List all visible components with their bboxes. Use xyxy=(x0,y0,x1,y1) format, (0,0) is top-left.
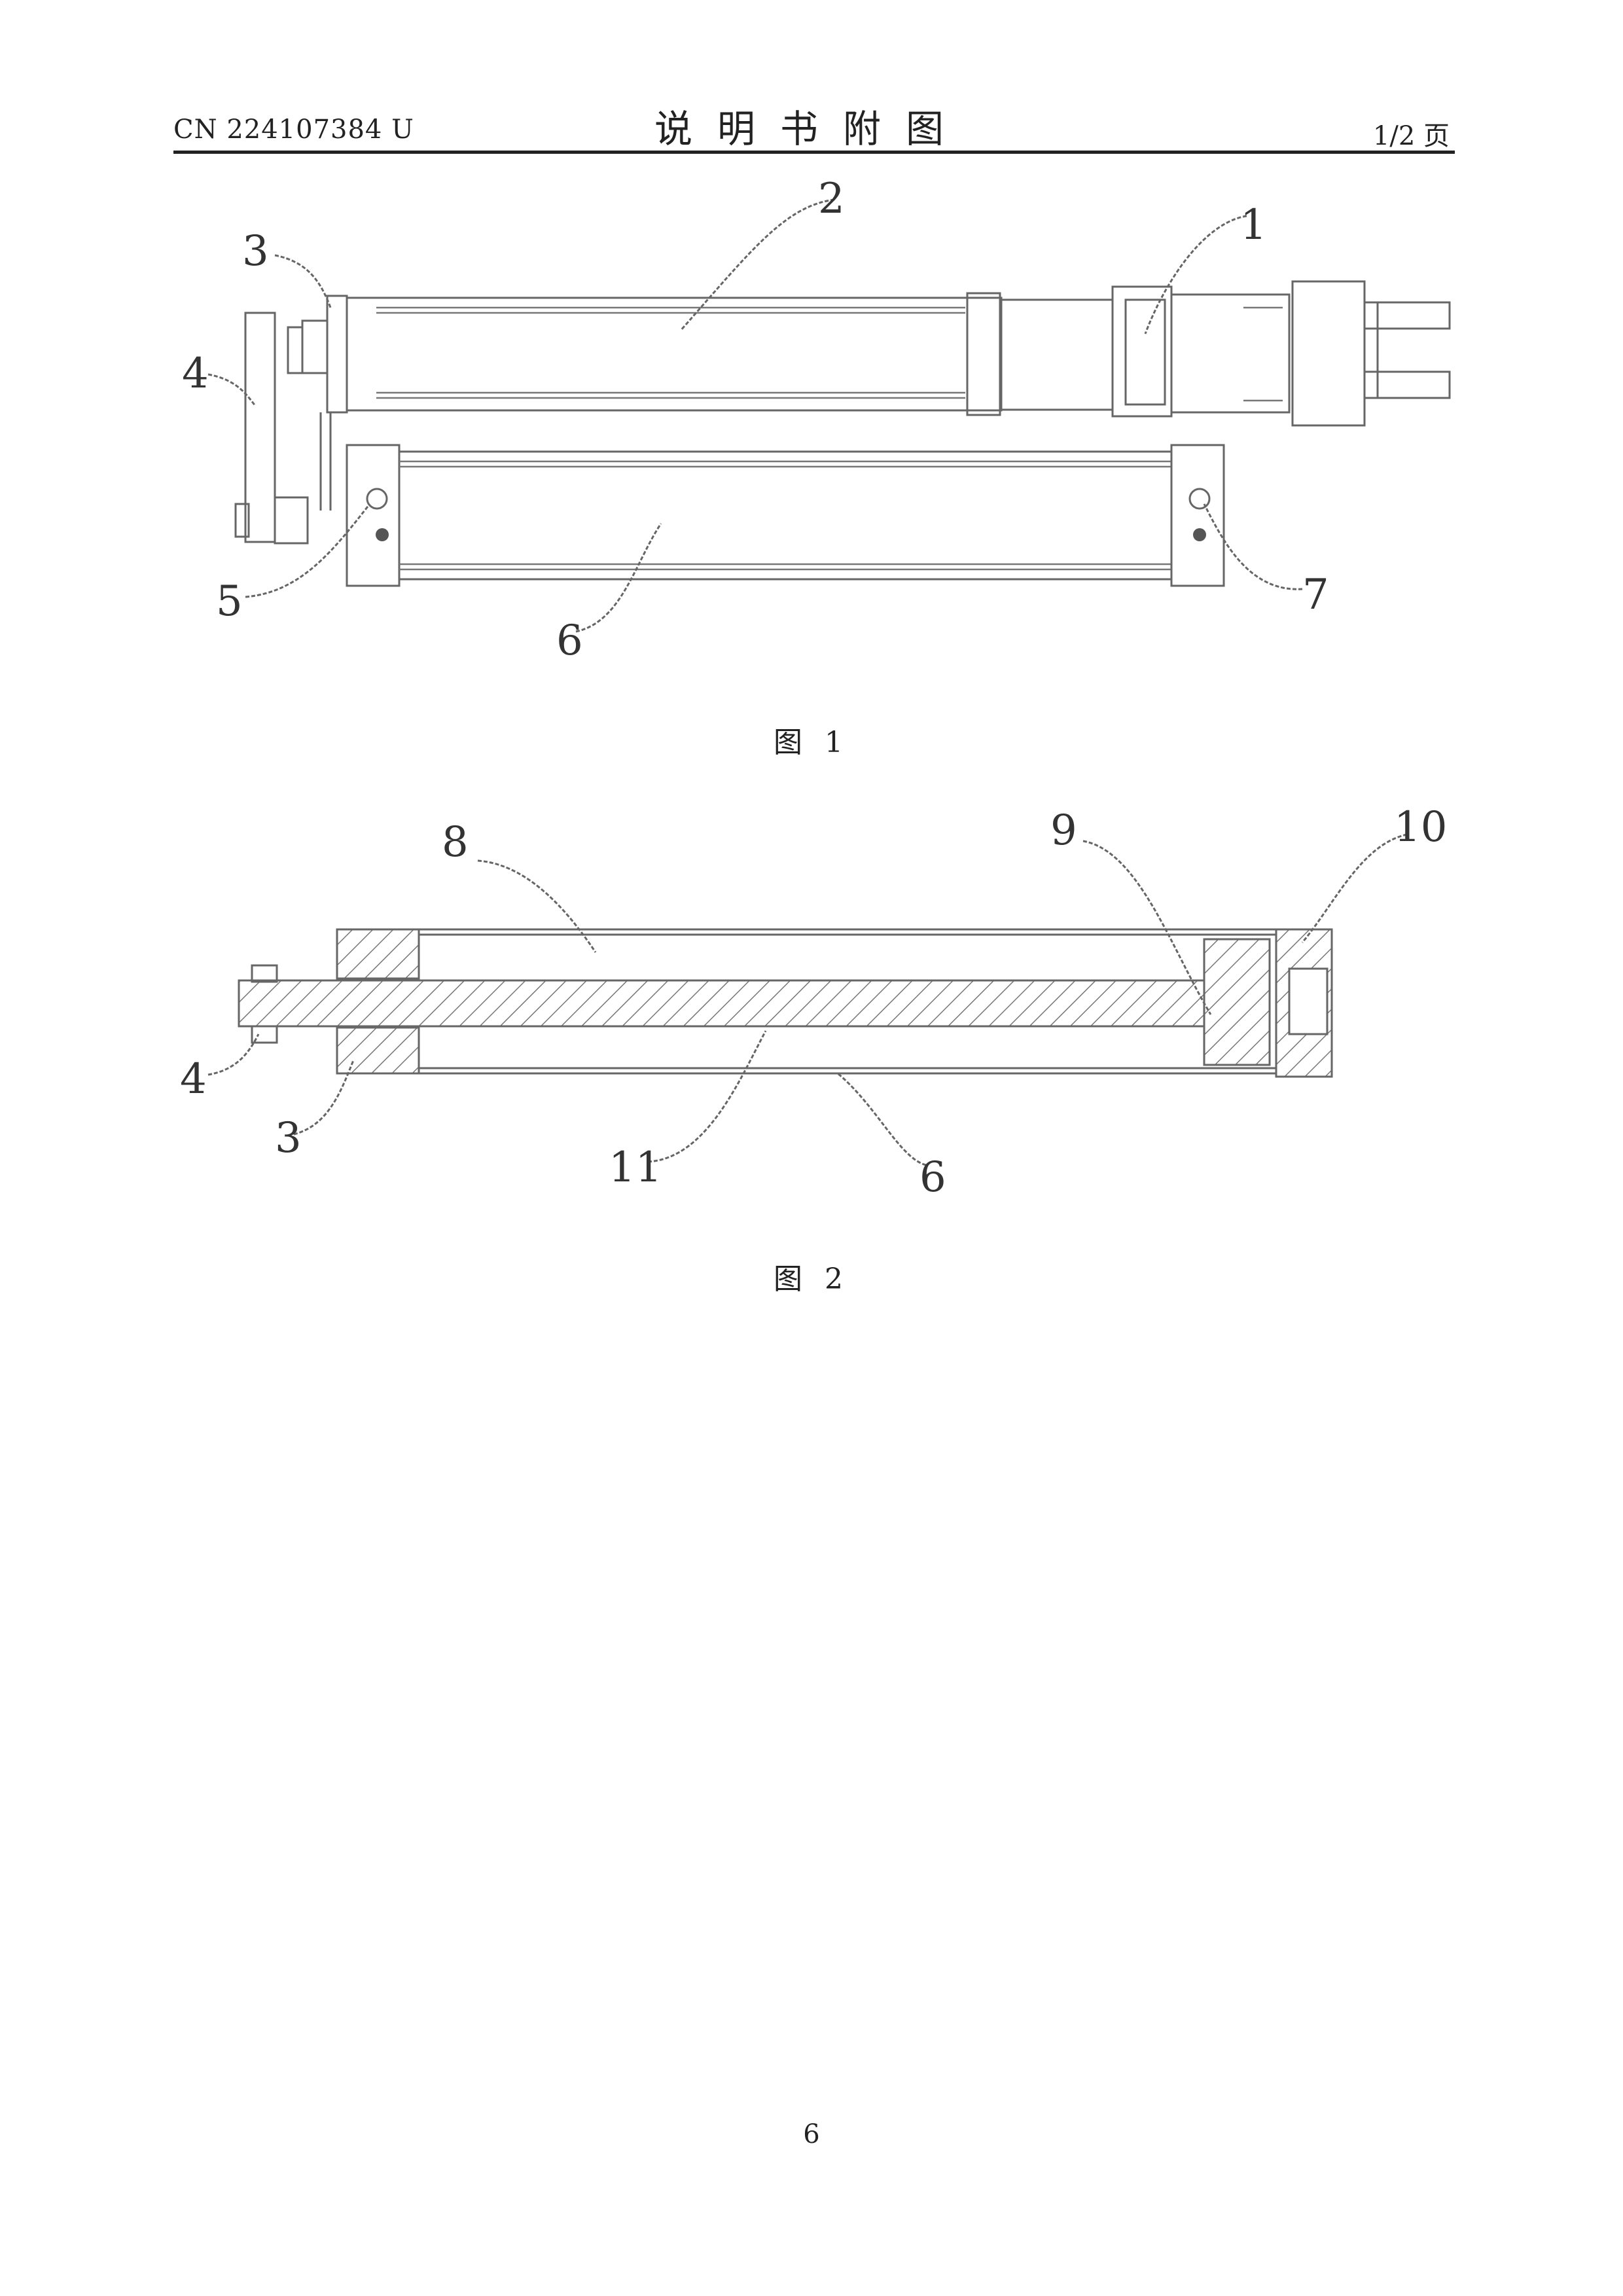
page-number: 6 xyxy=(0,2119,1623,2149)
upper-cylinder xyxy=(327,281,1450,425)
label-7: 7 xyxy=(1302,571,1329,619)
figure-2-drawing: 8 9 10 4 3 11 6 xyxy=(0,772,1623,1230)
lower-cylinder xyxy=(347,445,1224,586)
figure-2-caption: 图 2 xyxy=(0,1255,1623,1297)
figure-1-caption: 图 1 xyxy=(0,719,1623,761)
label-9: 9 xyxy=(1050,806,1077,855)
label-6-fig2: 6 xyxy=(919,1153,946,1202)
label-6: 6 xyxy=(556,617,583,665)
label-4: 4 xyxy=(182,350,209,398)
label-10: 10 xyxy=(1394,803,1447,852)
label-2: 2 xyxy=(818,175,845,223)
label-3: 3 xyxy=(242,227,269,276)
label-5: 5 xyxy=(216,577,243,626)
label-1: 1 xyxy=(1240,201,1267,249)
left-mount xyxy=(236,313,330,543)
figure-1-drawing: 2 1 3 4 5 6 7 xyxy=(0,0,1623,720)
label-3-fig2: 3 xyxy=(275,1114,302,1162)
label-4-fig2: 4 xyxy=(180,1055,207,1103)
section-cylinder xyxy=(239,929,1332,1077)
label-8: 8 xyxy=(442,818,469,867)
label-11: 11 xyxy=(609,1143,662,1192)
